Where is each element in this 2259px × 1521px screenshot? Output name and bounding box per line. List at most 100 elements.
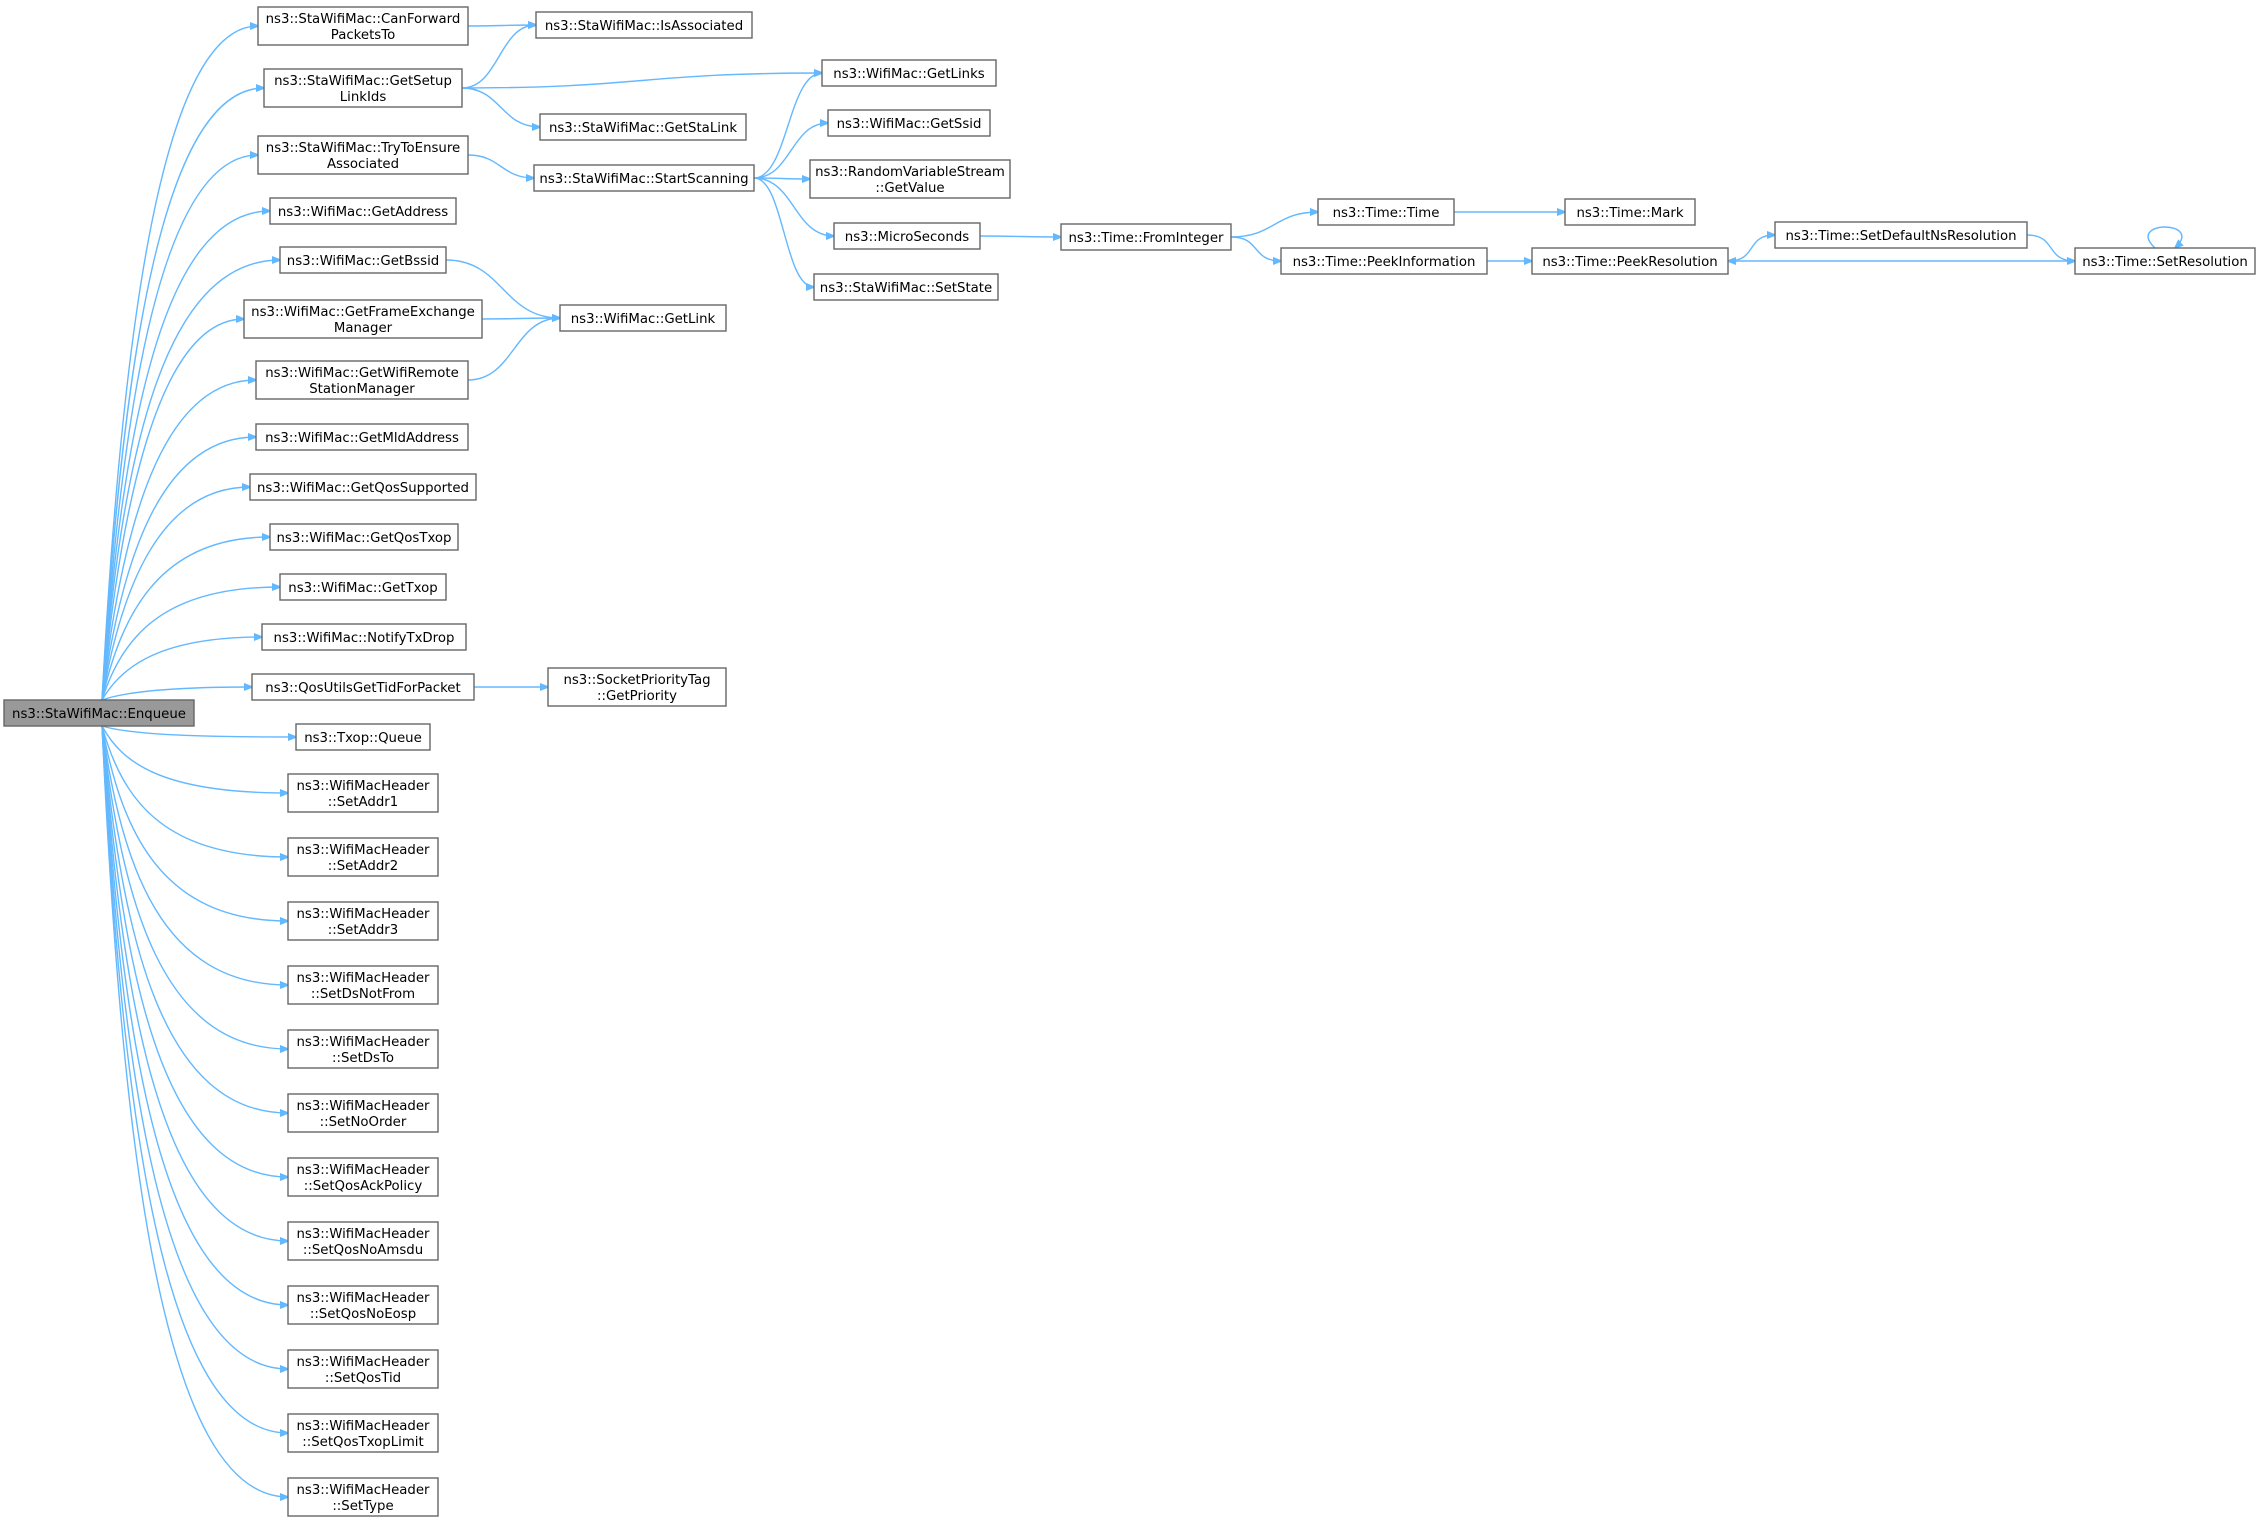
node-setdsnotfrom[interactable]: ns3::WifiMacHeader::SetDsNotFrom	[287, 965, 439, 1005]
node-setqosnoeosp[interactable]: ns3::WifiMacHeader::SetQosNoEosp	[287, 1285, 439, 1325]
edge-getbssid-to-getlink	[445, 259, 560, 318]
node-label: ns3::WifiMacHeader	[296, 1099, 430, 1114]
node-getmld[interactable]: ns3::WifiMac::GetMldAddress	[255, 423, 469, 451]
node-label: ::SetQosTxopLimit	[302, 1435, 423, 1450]
node-qosutils[interactable]: ns3::QosUtilsGetTidForPacket	[251, 673, 475, 701]
edge-line	[753, 177, 814, 287]
edge-enqueue-to-setdsto	[101, 725, 288, 1049]
node-label: ::SetAddr1	[328, 795, 398, 810]
node-frominteger[interactable]: ns3::Time::FromInteger	[1060, 223, 1232, 251]
node-label: ns3::Time::SetDefaultNsResolution	[1785, 229, 2016, 244]
edge-peekresolution-to-setdefaultns	[1727, 235, 1775, 262]
edge-line	[101, 725, 288, 1177]
edge-line	[1230, 212, 1318, 238]
node-enqueue[interactable]: ns3::StaWifiMac::Enqueue	[3, 699, 195, 727]
node-label: ns3::WifiMacHeader	[296, 1163, 430, 1178]
edge-line	[2026, 234, 2075, 261]
edge-line	[101, 725, 288, 793]
node-label: ns3::WifiMacHeader	[296, 907, 430, 922]
node-setdefaultns[interactable]: ns3::Time::SetDefaultNsResolution	[1774, 221, 2028, 249]
node-getpriority[interactable]: ns3::SocketPriorityTag::GetPriority	[547, 667, 727, 707]
edge-startscanning-to-getlinks	[753, 73, 822, 179]
node-settype[interactable]: ns3::WifiMacHeader::SetType	[287, 1477, 439, 1517]
node-setstate[interactable]: ns3::StaWifiMac::SetState	[813, 273, 999, 301]
node-peekinformation[interactable]: ns3::Time::PeekInformation	[1280, 247, 1488, 275]
node-isassociated[interactable]: ns3::StaWifiMac::IsAssociated	[535, 11, 753, 39]
edge-line	[753, 123, 828, 179]
edge-enqueue-to-setaddr2	[101, 725, 288, 857]
edge-line	[445, 259, 560, 318]
edge-startscanning-to-getssid	[753, 123, 828, 179]
node-label: ns3::WifiMac::GetQosSupported	[257, 481, 469, 496]
node-txopqueue[interactable]: ns3::Txop::Queue	[295, 723, 431, 751]
node-getqostxop[interactable]: ns3::WifiMac::GetQosTxop	[269, 523, 459, 551]
node-notifytxdrop[interactable]: ns3::WifiMac::NotifyTxDrop	[261, 623, 467, 651]
node-box	[1317, 198, 1455, 226]
node-label: ::GetPriority	[597, 689, 677, 704]
node-label: PacketsTo	[331, 28, 395, 43]
node-label: StationManager	[309, 382, 415, 397]
edge-enqueue-to-settype	[101, 725, 288, 1497]
node-box	[535, 11, 753, 39]
node-setnoorder[interactable]: ns3::WifiMacHeader::SetNoOrder	[287, 1093, 439, 1133]
node-timetime[interactable]: ns3::Time::Time	[1317, 198, 1455, 226]
node-setqosnoamsdu[interactable]: ns3::WifiMacHeader::SetQosNoAmsdu	[287, 1221, 439, 1261]
edge-enqueue-to-setqostxoplimit	[101, 725, 288, 1433]
node-timemark[interactable]: ns3::Time::Mark	[1564, 198, 1696, 226]
node-gettxop[interactable]: ns3::WifiMac::GetTxop	[279, 573, 447, 601]
edge-line	[101, 587, 280, 701]
edge-line	[481, 318, 560, 319]
edge-enqueue-to-setdsnotfrom	[101, 725, 288, 985]
node-setqostid[interactable]: ns3::WifiMacHeader::SetQosTid	[287, 1349, 439, 1389]
node-label: ns3::StaWifiMac::StartScanning	[539, 172, 748, 187]
node-getvalue[interactable]: ns3::RandomVariableStream::GetValue	[809, 159, 1011, 199]
edge-setresolution-to-setresolution	[2147, 226, 2182, 248]
node-setresolution[interactable]: ns3::Time::SetResolution	[2074, 247, 2256, 275]
edge-line	[101, 725, 288, 921]
edge-startscanning-to-setstate	[753, 177, 814, 287]
node-getssid[interactable]: ns3::WifiMac::GetSsid	[827, 109, 991, 137]
node-label: ::SetDsNotFrom	[311, 987, 415, 1002]
node-getstalink[interactable]: ns3::StaWifiMac::GetStaLink	[539, 113, 747, 141]
edge-enqueue-to-gettxop	[101, 587, 280, 701]
node-startscanning[interactable]: ns3::StaWifiMac::StartScanning	[533, 164, 755, 192]
edge-enqueue-to-getframe	[101, 319, 244, 701]
node-microseconds[interactable]: ns3::MicroSeconds	[833, 222, 981, 250]
node-label: ns3::WifiMacHeader	[296, 971, 430, 986]
node-setaddr2[interactable]: ns3::WifiMacHeader::SetAddr2	[287, 837, 439, 877]
node-getbssid[interactable]: ns3::WifiMac::GetBssid	[279, 246, 447, 274]
edge-line	[2147, 226, 2182, 248]
node-box	[547, 667, 727, 707]
edge-enqueue-to-getmld	[101, 437, 256, 701]
edges-layer	[101, 25, 2182, 1497]
node-getaddress[interactable]: ns3::WifiMac::GetAddress	[269, 197, 457, 225]
edge-canforward-to-isassociated	[467, 25, 536, 26]
node-label: ns3::WifiMacHeader	[296, 779, 430, 794]
node-getremote[interactable]: ns3::WifiMac::GetWifiRemoteStationManage…	[255, 360, 469, 400]
node-setqosack[interactable]: ns3::WifiMacHeader::SetQosAckPolicy	[287, 1157, 439, 1197]
node-box	[559, 304, 727, 332]
node-label: Associated	[327, 157, 399, 172]
node-peekresolution[interactable]: ns3::Time::PeekResolution	[1531, 247, 1729, 275]
node-box	[821, 59, 997, 87]
node-label: ns3::WifiMac::GetLinks	[833, 67, 985, 82]
node-getqossupported[interactable]: ns3::WifiMac::GetQosSupported	[249, 473, 477, 501]
node-label: ns3::StaWifiMac::SetState	[820, 281, 992, 296]
node-label: ::SetQosNoAmsdu	[303, 1243, 423, 1258]
node-setdsto[interactable]: ns3::WifiMacHeader::SetDsTo	[287, 1029, 439, 1069]
node-box	[287, 965, 439, 1005]
node-getlinks[interactable]: ns3::WifiMac::GetLinks	[821, 59, 997, 87]
edge-line	[979, 236, 1061, 237]
node-setaddr1[interactable]: ns3::WifiMacHeader::SetAddr1	[287, 773, 439, 813]
node-setqostxoplimit[interactable]: ns3::WifiMacHeader::SetQosTxopLimit	[287, 1413, 439, 1453]
edge-enqueue-to-qosutils	[101, 687, 252, 701]
node-setaddr3[interactable]: ns3::WifiMacHeader::SetAddr3	[287, 901, 439, 941]
edge-microseconds-to-frominteger	[979, 236, 1061, 237]
edge-line	[753, 177, 834, 236]
node-box	[539, 113, 747, 141]
node-getlink[interactable]: ns3::WifiMac::GetLink	[559, 304, 727, 332]
